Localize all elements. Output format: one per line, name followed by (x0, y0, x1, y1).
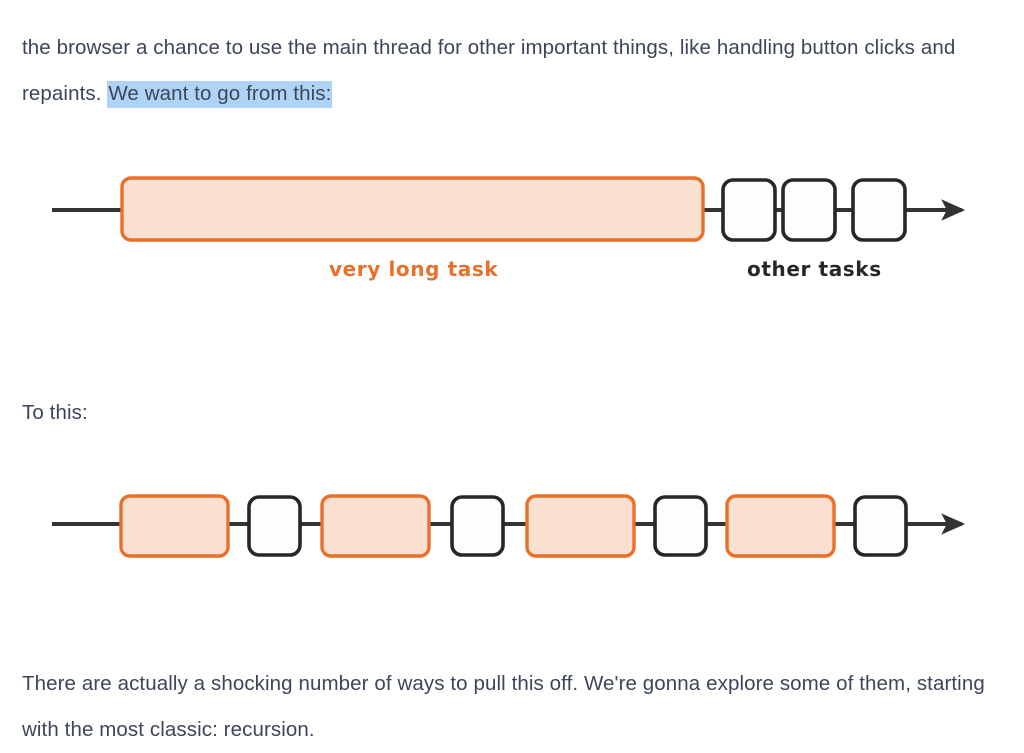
task-block-other-2 (450, 495, 505, 557)
task-block-chunk-3 (525, 494, 636, 558)
caption-very-long-task: very long task (329, 257, 499, 281)
task-block-chunk-2 (320, 494, 431, 558)
task-block-very-long (120, 176, 705, 242)
timeline-svg-after (52, 494, 966, 558)
task-block-other-4 (853, 495, 908, 557)
highlighted-text[interactable]: We want to go from this: (107, 80, 333, 108)
task-block-other-1 (721, 178, 777, 242)
paragraph-intro: the browser a chance to use the main thr… (22, 25, 1000, 117)
diagram-after-chunking (0, 470, 1024, 580)
task-block-other-2 (781, 178, 837, 242)
paragraph-outro: There are actually a shocking number of … (22, 671, 985, 741)
caption-other-tasks: other tasks (747, 257, 882, 281)
timeline-svg-before (52, 176, 966, 242)
task-block-other-3 (851, 178, 907, 242)
task-block-chunk-4 (725, 494, 836, 558)
task-block-other-3 (653, 495, 708, 557)
paragraph-to-this: To this: (22, 400, 88, 424)
diagram-before-chunking: very long task other tasks (0, 160, 1024, 300)
task-block-other-1 (247, 495, 302, 557)
task-block-chunk-1 (119, 494, 230, 558)
paragraph-intro-text: the browser a chance to use the main thr… (22, 35, 956, 105)
